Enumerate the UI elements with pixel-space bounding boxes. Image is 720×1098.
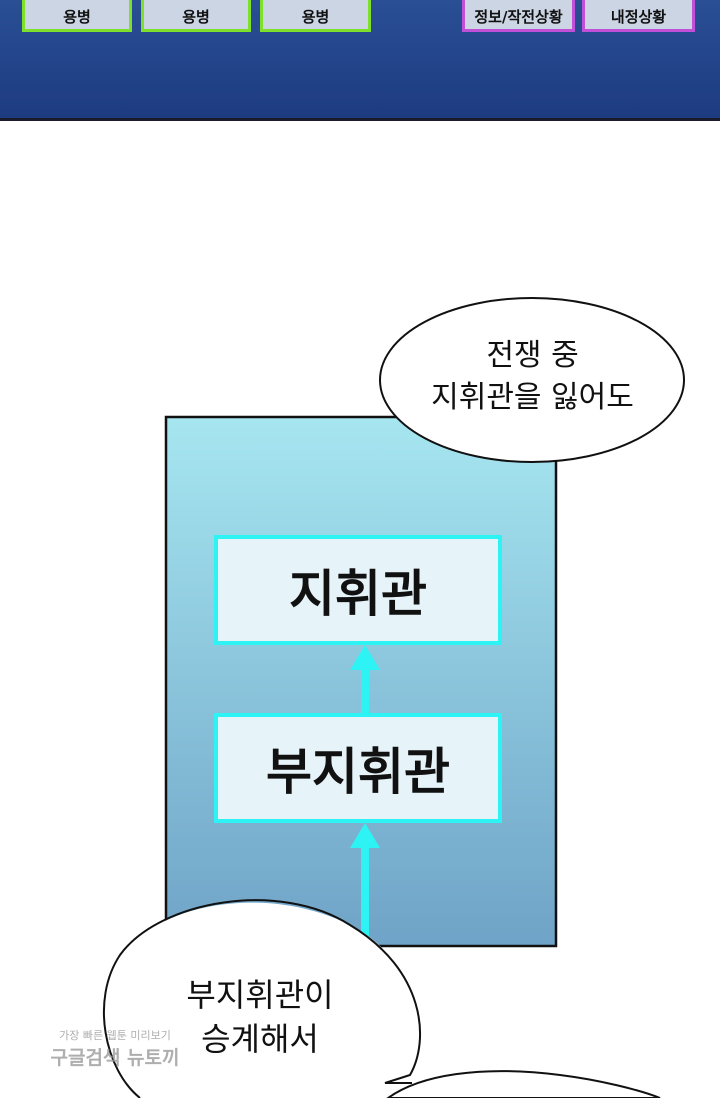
intel-operations-button[interactable]: 정보/작전상황: [462, 0, 575, 32]
watermark-line-1: 가장 빠른 웹툰 미리보기: [59, 1029, 171, 1042]
bubble-bottom-text: 부지휘관이 승계해서: [160, 973, 360, 1061]
domestic-status-button[interactable]: 내정상황: [582, 0, 695, 32]
watermark: 가장 빠른 웹툰 미리보기 구글검색 뉴토끼: [35, 1027, 195, 1070]
mercenary-button-3[interactable]: 용병: [260, 0, 371, 32]
speech-bubble-top: [379, 297, 685, 463]
bubble-top-line-1: 전쟁 중: [486, 338, 579, 373]
mercenary-button-1[interactable]: 용병: [22, 0, 132, 32]
speech-bubble-bottom-fill: [101, 902, 413, 1098]
bubble-bottom-line-1: 부지휘관이: [186, 976, 334, 1014]
watermark-line-2: 구글검색 뉴토끼: [50, 1047, 180, 1069]
bubble-bottom-line-2: 승계해서: [201, 1020, 319, 1058]
bubble-top-text: 전쟁 중 지휘관을 잃어도: [380, 335, 685, 419]
bubble-top-line-2: 지휘관을 잃어도: [431, 380, 634, 415]
mercenary-button-2[interactable]: 용병: [141, 0, 251, 32]
commander-label: 지휘관: [289, 564, 427, 623]
arrow-up-1: [350, 645, 380, 714]
arrow-up-2: [350, 823, 380, 945]
speech-bubble-next: [386, 1070, 661, 1098]
speech-bubble-bottom: [102, 899, 421, 1098]
vice-commander-box: 부지휘관: [214, 713, 502, 823]
vice-commander-label: 부지휘관: [266, 742, 450, 801]
commander-box: 지휘관: [214, 535, 502, 645]
